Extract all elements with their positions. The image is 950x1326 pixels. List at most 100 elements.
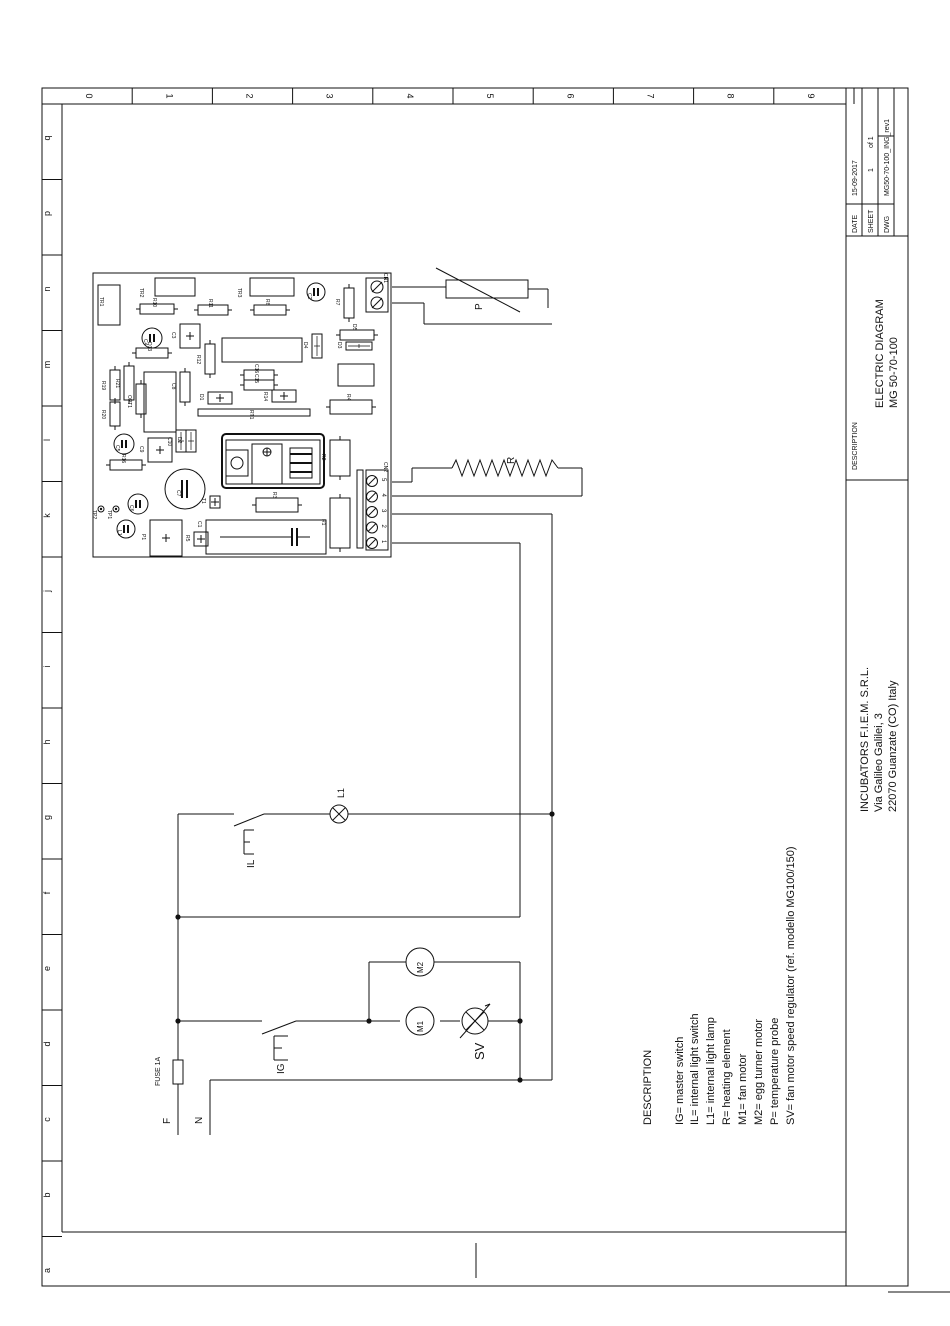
light-switch-label: IL xyxy=(246,859,257,868)
sheet-of: of 1 xyxy=(868,136,875,148)
date-value: 15-09-2017 xyxy=(852,160,859,196)
sheet-label: SHEET xyxy=(868,209,875,233)
pcb-component: D2 xyxy=(176,429,197,453)
column-number: 1 xyxy=(164,93,174,98)
pcb-component-ref: TP1 xyxy=(106,510,112,519)
pcb-component-ref: R11 xyxy=(207,299,213,308)
pcb-component-ref: RT1 xyxy=(248,410,254,420)
pcb-component: C10 xyxy=(166,429,187,453)
pcb-component-ref: R5 xyxy=(184,535,190,542)
date-label: DATE xyxy=(852,215,859,233)
pcb-component: C1 xyxy=(196,521,202,528)
speed-regulator-label: SV xyxy=(472,1042,487,1060)
pcb-component-ref: C10 xyxy=(166,437,172,446)
pcb-component: TR1 xyxy=(98,297,104,307)
pcb-component-ref: L1 xyxy=(116,530,122,536)
pcb-component-ref: TR3 xyxy=(236,288,242,298)
pcb-component: D4 xyxy=(302,333,323,359)
master-switch-label: IG xyxy=(276,1063,287,1074)
pcb-component: D13 xyxy=(132,342,172,359)
probe-label: P xyxy=(474,303,485,310)
cn2-pin-number: 4 xyxy=(380,494,386,498)
company-city: 22070 Guanzate (CO) Italy xyxy=(887,680,899,812)
pcb-component-ref: R21 xyxy=(114,379,120,388)
pcb-component-ref: R16 xyxy=(120,454,126,463)
row-letter: i xyxy=(42,665,52,667)
pcb-component: T1 xyxy=(200,495,221,509)
column-number: 2 xyxy=(245,93,255,98)
column-number: 0 xyxy=(84,93,94,98)
pcb-component: OPT1 xyxy=(126,380,147,418)
pcb-component: TR2 xyxy=(138,288,144,298)
pcb-component: D5 xyxy=(336,324,378,341)
pcb-component-ref: C3 xyxy=(170,332,176,339)
row-letter: b xyxy=(42,1192,52,1197)
pcb-component-ref: D5 xyxy=(351,324,357,331)
column-number: 6 xyxy=(565,93,575,98)
pcb-component-ref: C7 xyxy=(175,490,181,497)
motor1-label: M1 xyxy=(416,1020,425,1032)
pcb-component: R16 xyxy=(106,454,146,471)
column-number: 3 xyxy=(325,93,335,98)
column-number: 9 xyxy=(806,93,816,98)
cn2-pin-number: 2 xyxy=(380,525,386,529)
pcb-component-ref: C8 xyxy=(170,383,176,390)
column-number: 8 xyxy=(726,93,736,98)
pcb-component: TP2 xyxy=(91,505,105,519)
pcb-component: R14 xyxy=(262,389,297,403)
row-letter: g xyxy=(42,815,52,820)
motor2-label: M2 xyxy=(416,961,425,973)
pcb-component: R4 xyxy=(326,394,376,415)
legend-item: R= heating element xyxy=(721,1029,733,1125)
pcb-component-ref: R3 xyxy=(271,492,277,499)
pcb-component-ref: R4 xyxy=(345,394,351,401)
row-letter: n xyxy=(42,286,52,291)
legend-item: SV= fan motor speed regulator (ref. mode… xyxy=(785,846,797,1125)
sheet-value: 1 xyxy=(868,168,875,172)
legend-item: IG= master switch xyxy=(674,1037,686,1125)
pcb-component: R20 xyxy=(100,398,121,430)
pcb-component: R3 xyxy=(252,492,302,513)
pcb-component-ref: C5 xyxy=(114,445,120,452)
pcb-component-ref: P1 xyxy=(140,534,146,540)
pcb-component: R11 xyxy=(194,299,232,316)
legend-heading: DESCRIPTION xyxy=(642,1050,654,1125)
pcb-component: R5 xyxy=(184,531,209,547)
row-letter: j xyxy=(42,590,52,593)
drawing-model: MG 50-70-100 xyxy=(888,337,900,408)
legend-item: IL= internal light switch xyxy=(689,1013,701,1125)
pcb-component: R7 xyxy=(334,284,355,322)
pcb-component: C8 xyxy=(170,368,191,406)
row-letter: l xyxy=(42,439,52,441)
pcb-component-ref: R14 xyxy=(262,392,268,401)
row-letter: p xyxy=(42,211,52,216)
pcb-component: C3 xyxy=(170,323,201,349)
row-letter: q xyxy=(42,135,52,140)
legend-item: P= temperature probe xyxy=(769,1018,781,1125)
pcb-component: D3 xyxy=(336,341,373,351)
row-letter: h xyxy=(42,739,52,744)
pcb-component-ref: R8 xyxy=(264,299,270,306)
row-letter: k xyxy=(42,513,52,518)
fuse-label: FUSE 1A xyxy=(155,1056,162,1086)
pcb-component-ref: R20 xyxy=(100,410,106,419)
pcb-component-ref: T1 xyxy=(200,498,206,504)
pcb-component-ref: R7 xyxy=(334,299,340,306)
pcb-component-ref: C4 xyxy=(142,339,148,346)
description-label: DESCRIPTION xyxy=(852,422,859,470)
drawing-frame xyxy=(41,87,950,1293)
cn2-pin-number: 3 xyxy=(380,509,386,513)
pcb-component: R10 xyxy=(136,298,178,315)
pcb-component: C5 xyxy=(113,433,135,455)
column-number: 4 xyxy=(405,93,415,98)
pcb-component: TR3 xyxy=(236,288,242,298)
pcb-component: TP1 xyxy=(106,505,120,519)
pcb-component-ref: R19 xyxy=(100,381,106,390)
pcb-component-ref: C9 xyxy=(138,446,144,453)
column-number: 7 xyxy=(646,93,656,98)
row-letter: c xyxy=(42,1117,52,1122)
pcb-component: R21 xyxy=(114,362,135,404)
